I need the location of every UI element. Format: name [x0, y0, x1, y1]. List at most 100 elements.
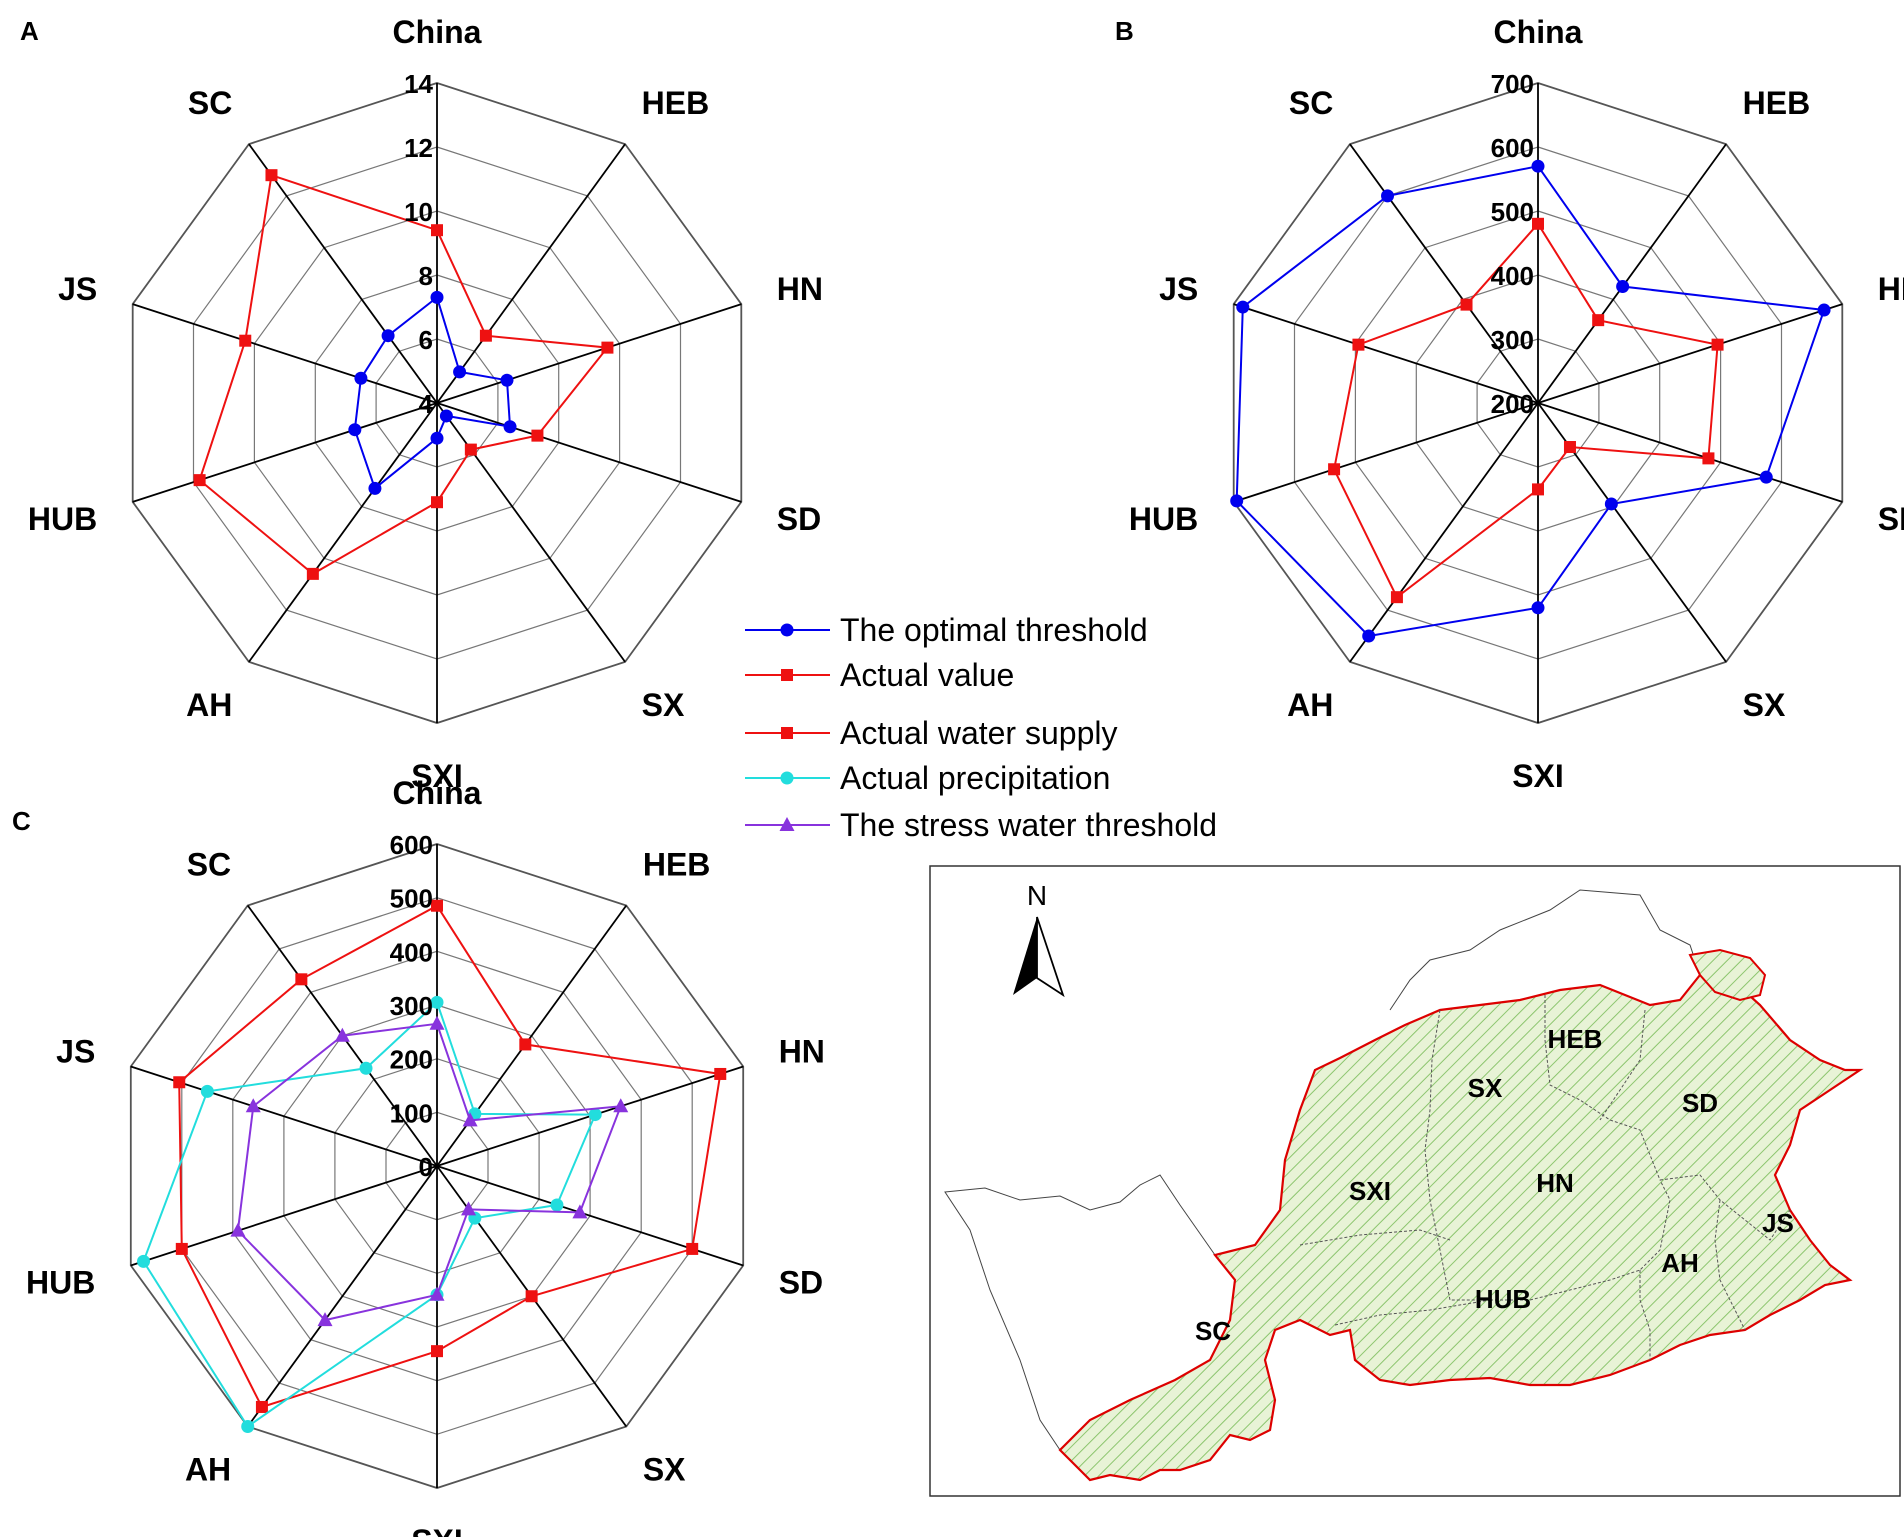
- province-label: HUB: [1475, 1284, 1531, 1314]
- data-point: [601, 341, 614, 354]
- legend-label: Actual water supply: [840, 715, 1117, 751]
- data-point: [1702, 452, 1715, 465]
- legend-marker: [781, 669, 793, 681]
- province-label: HEB: [1548, 1024, 1603, 1054]
- legend-label: The optimal threshold: [840, 612, 1148, 648]
- legend-label: Actual value: [840, 657, 1014, 693]
- province-label: SX: [1468, 1073, 1503, 1103]
- category-label: SC: [1289, 85, 1333, 121]
- data-point: [1532, 483, 1544, 496]
- data-point: [430, 290, 444, 304]
- province-label: JS: [1762, 1208, 1794, 1238]
- axis-spoke: [1537, 402, 1843, 503]
- data-point: [245, 1098, 261, 1113]
- radar-chart-C: 0100200300400500600ChinaHEBHNSDSXSXIAHHU…: [26, 775, 825, 1537]
- province-boundary: [1639, 1270, 1651, 1360]
- tick-label: 500: [390, 884, 433, 914]
- data-point: [453, 365, 467, 379]
- province-label: SD: [1682, 1088, 1718, 1118]
- category-label: SXI: [411, 1523, 463, 1537]
- data-point: [295, 973, 308, 986]
- data-point: [1604, 497, 1618, 511]
- data-point: [525, 1290, 538, 1303]
- data-point: [588, 1108, 602, 1122]
- tick-label: 300: [390, 991, 433, 1021]
- data-point: [359, 1061, 373, 1075]
- province-boundary: [1544, 995, 1661, 1181]
- north-arrow-right: [1036, 916, 1065, 998]
- data-point: [241, 1420, 255, 1434]
- data-point: [1592, 314, 1605, 327]
- data-point: [354, 371, 368, 385]
- tick-label: 600: [1491, 133, 1534, 163]
- province-boundary: [1299, 1229, 1451, 1246]
- category-label: JS: [1159, 271, 1198, 307]
- axis-spoke: [1537, 143, 1727, 404]
- data-point: [1381, 189, 1395, 203]
- north-arrow-icon: N: [1013, 880, 1065, 998]
- tick-label: 200: [1491, 389, 1534, 419]
- category-label: China: [393, 775, 482, 811]
- category-label: SXI: [411, 758, 463, 794]
- tick-label: 400: [390, 937, 433, 967]
- data-point: [431, 1345, 443, 1358]
- tick-label: 100: [390, 1098, 433, 1128]
- data-point: [306, 567, 319, 580]
- legend-marker: [780, 623, 794, 637]
- tick-label: 400: [1491, 261, 1534, 291]
- data-point: [137, 1254, 151, 1268]
- axis-spoke: [1349, 143, 1539, 404]
- province-label: AH: [1661, 1248, 1699, 1278]
- study-area-enclave: [1688, 948, 1767, 1002]
- data-point: [461, 1201, 477, 1216]
- legend-marker: [781, 727, 793, 739]
- axis-spoke: [436, 904, 627, 1167]
- province-boundary: [1490, 1179, 1671, 1301]
- data-point: [500, 373, 514, 387]
- category-label: AH: [185, 1452, 231, 1488]
- category-label: SX: [642, 687, 685, 723]
- series-actual-precipitation: [137, 995, 602, 1434]
- data-point: [1230, 494, 1244, 508]
- panel-letter: B: [1115, 16, 1134, 46]
- province-boundary: [1424, 1009, 1490, 1301]
- tick-label: 10: [404, 197, 433, 227]
- data-point: [439, 409, 453, 423]
- category-label: HEB: [1743, 85, 1811, 121]
- legend-entry: The optimal threshold: [745, 612, 1148, 648]
- category-label: SXI: [1512, 758, 1564, 794]
- data-point: [1531, 601, 1545, 615]
- axis-spoke: [436, 303, 742, 404]
- axis-spoke: [436, 143, 626, 404]
- data-point: [255, 1400, 268, 1413]
- province-boundary: [1599, 1009, 1646, 1121]
- category-label: SX: [1743, 687, 1786, 723]
- legend-label: The stress water threshold: [840, 807, 1217, 843]
- province-label: SXI: [1349, 1176, 1391, 1206]
- category-label: HN: [779, 1033, 825, 1069]
- data-point: [503, 420, 517, 434]
- tick-label: 0: [419, 1152, 433, 1182]
- study-area-region: [1058, 973, 1864, 1482]
- data-point: [1817, 303, 1831, 317]
- legend-entry: Actual value: [745, 657, 1014, 693]
- data-point: [1236, 300, 1250, 314]
- data-point: [1460, 298, 1473, 311]
- data-point: [265, 169, 278, 182]
- series-the-optimal-threshold: [1230, 159, 1831, 643]
- data-point: [572, 1204, 588, 1219]
- series-line: [178, 904, 722, 1409]
- data-point: [714, 1067, 727, 1080]
- category-label: HN: [1878, 271, 1904, 307]
- axis-spoke: [248, 402, 438, 663]
- data-point: [429, 1286, 445, 1301]
- panel-letter: C: [12, 806, 31, 836]
- data-point: [531, 429, 544, 442]
- tick-label: 12: [404, 133, 433, 163]
- province-label: HN: [1536, 1168, 1574, 1198]
- axis-spoke: [436, 402, 626, 663]
- category-label: HUB: [1129, 501, 1198, 537]
- data-point: [173, 1076, 186, 1089]
